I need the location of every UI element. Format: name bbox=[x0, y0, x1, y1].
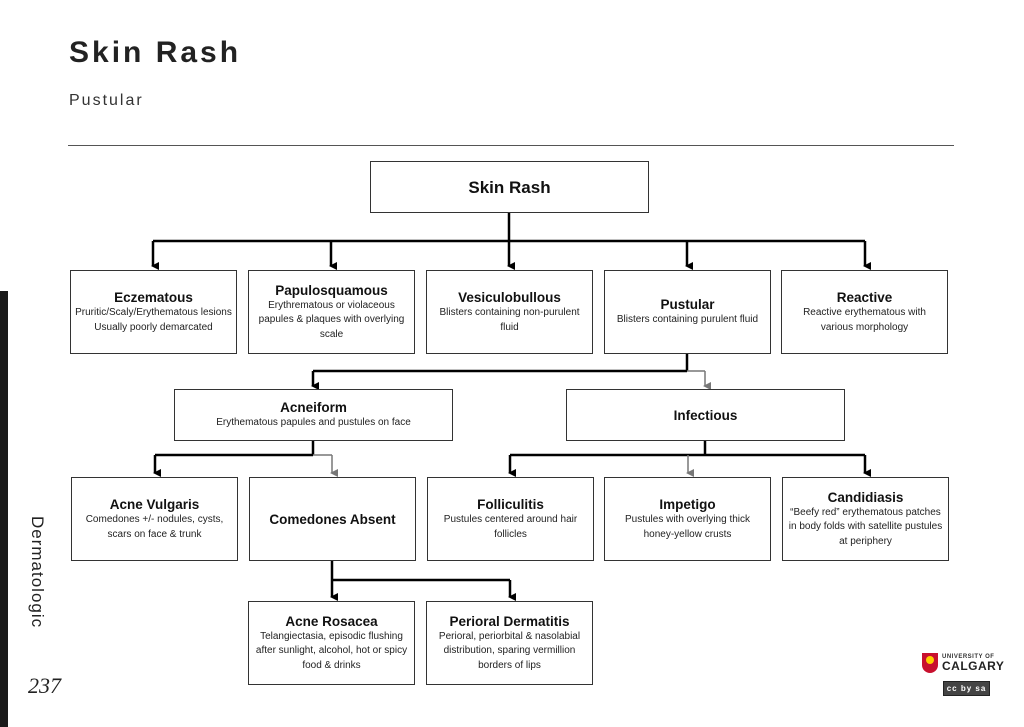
university-shield-icon bbox=[922, 653, 938, 673]
node-impetigo: Impetigo Pustules with overlying thick h… bbox=[604, 477, 771, 561]
page-title: Skin Rash bbox=[69, 36, 242, 69]
node-description: Pustules centered around hair follicles bbox=[443, 514, 578, 540]
logo-small-text: UNIVERSITY OF bbox=[942, 654, 995, 660]
node-description: Reactive erythematous with various morph… bbox=[803, 307, 926, 333]
node-acneiform: Acneiform Erythematous papules and pustu… bbox=[174, 389, 453, 441]
node-title: Acne Rosacea bbox=[285, 613, 378, 629]
license-badge: cc by sa bbox=[943, 681, 990, 696]
node-pustular: Pustular Blisters containing purulent fl… bbox=[604, 270, 771, 354]
node-description: “Beefy red” erythematous patches in body… bbox=[788, 506, 943, 547]
node-acne-rosacea: Acne Rosacea Telangiectasia, episodic fl… bbox=[248, 601, 415, 685]
node-description: Erythematous papules and pustules on fac… bbox=[216, 417, 411, 429]
sidebar-bar bbox=[0, 291, 8, 727]
node-comedones-absent: Comedones Absent bbox=[249, 477, 416, 561]
node-perioral-dermatitis: Perioral Dermatitis Perioral, periorbita… bbox=[426, 601, 593, 685]
node-infectious: Infectious bbox=[566, 389, 845, 441]
node-candidiasis: Candidiasis “Beefy red” erythematous pat… bbox=[782, 477, 949, 561]
node-papulosquamous: Papulosquamous Erythrematous or violaceo… bbox=[248, 270, 415, 354]
node-skin-rash: Skin Rash bbox=[370, 161, 649, 213]
node-vesiculobullous: Vesiculobullous Blisters containing non-… bbox=[426, 270, 593, 354]
node-eczematous: Eczematous Pruritic/Scaly/Erythematous l… bbox=[70, 270, 237, 354]
header-divider bbox=[68, 145, 954, 146]
section-label: Dermatologic bbox=[28, 516, 47, 629]
node-folliculitis: Folliculitis Pustules centered around ha… bbox=[427, 477, 594, 561]
logo-big-text: CALGARY bbox=[942, 659, 1005, 673]
page-number: 237 bbox=[28, 673, 61, 698]
node-title: Pustular bbox=[660, 297, 715, 313]
node-title: Impetigo bbox=[659, 497, 716, 512]
node-acne-vulgaris: Acne Vulgaris Comedones +/- nodules, cys… bbox=[71, 477, 238, 561]
node-title: Candidiasis bbox=[827, 489, 904, 505]
node-title: Comedones Absent bbox=[269, 511, 396, 527]
node-title: Perioral Dermatitis bbox=[449, 613, 570, 629]
node-description: Blisters containing non-purulent fluid bbox=[439, 307, 580, 333]
node-description: Perioral, periorbital & nasolabial distr… bbox=[438, 630, 581, 671]
node-description: Erythrematous or violaceous papules & pl… bbox=[258, 299, 405, 340]
node-title: Infectious bbox=[673, 407, 738, 423]
university-logo: UNIVERSITY OF CALGARY bbox=[922, 653, 1004, 673]
page-subtitle: Pustular bbox=[69, 92, 144, 109]
node-description: Blisters containing purulent fluid bbox=[616, 314, 759, 326]
node-title: Vesiculobullous bbox=[458, 290, 561, 305]
node-reactive: Reactive Reactive erythematous with vari… bbox=[781, 270, 948, 354]
node-title: Skin Rash bbox=[468, 177, 551, 197]
node-description: Comedones +/- nodules, cysts, scars on f… bbox=[85, 514, 224, 540]
node-description: Pruritic/Scaly/Erythematous lesions Usua… bbox=[75, 307, 232, 333]
node-title: Acneiform bbox=[280, 400, 347, 416]
node-title: Papulosquamous bbox=[275, 282, 388, 298]
node-description: Telangiectasia, episodic flushing after … bbox=[255, 630, 408, 671]
node-description: Pustules with overlying thick honey-yell… bbox=[624, 514, 751, 540]
node-title: Acne Vulgaris bbox=[109, 497, 200, 512]
node-title: Reactive bbox=[836, 290, 893, 305]
node-title: Eczematous bbox=[114, 290, 193, 305]
node-title: Folliculitis bbox=[477, 497, 544, 512]
